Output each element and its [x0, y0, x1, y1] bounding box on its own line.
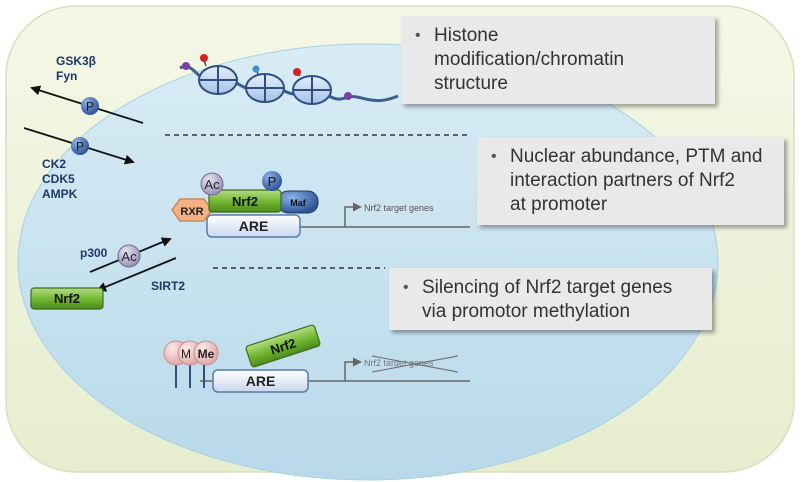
callout-silencing-text: Silencing of Nrf2 target genes via promo… [422, 276, 672, 324]
svg-text:Nrf2: Nrf2 [54, 291, 80, 306]
callout-histone: • Histone modification/chromatin structu… [401, 16, 715, 104]
callout-silencing-line-2: via promotor methylation [422, 301, 631, 322]
callout-histone-line-2: modification/chromatin [434, 49, 625, 70]
histone-mark-red [293, 68, 301, 76]
kinase-label-ampk: AMPK [42, 187, 78, 201]
strike-line-2 [371, 355, 459, 373]
callout-silencing-line-1: Silencing of Nrf2 target genes [422, 277, 673, 298]
histone-mark-red [200, 54, 208, 62]
callout-bullet: • [491, 148, 497, 165]
target-genes-label-silenced: Nrf2 target genes [364, 358, 434, 368]
callout-nuclear: • Nuclear abundance, PTM and interaction… [477, 137, 784, 225]
kinase-label-cdk5: CDK5 [42, 172, 75, 186]
svg-text:P: P [268, 174, 277, 189]
callout-histone-text: Histone modification/chromatin structure [434, 24, 624, 96]
nucleosome-3 [292, 75, 332, 105]
svg-text:ARE: ARE [246, 373, 276, 389]
histone-mark-purple [182, 62, 190, 70]
histone-mark-blue [252, 65, 260, 73]
svg-text:M: M [181, 347, 191, 361]
callout-nuclear-line-1: Nuclear abundance, PTM and [510, 146, 763, 167]
callout-nuclear-text: Nuclear abundance, PTM and interaction p… [510, 145, 762, 217]
callout-nuclear-line-3: at promoter [510, 194, 608, 215]
callout-bullet: • [403, 279, 409, 296]
nrf2-protein-displaced: Nrf2 [245, 324, 321, 368]
kinase-label-ck2: CK2 [42, 157, 66, 171]
target-genes-label-active: Nrf2 target genes [364, 203, 434, 213]
nrf2-protein-free: Nrf2 [30, 287, 104, 310]
callout-histone-line-1: Histone [434, 25, 499, 46]
svg-text:Nrf2: Nrf2 [232, 194, 258, 209]
phospho-ball-1: P [81, 97, 99, 115]
maf-protein: Maf [277, 190, 319, 214]
svg-text:RXR: RXR [180, 206, 203, 218]
are-box-active: ARE [206, 214, 301, 238]
methyl-marks: M Me [163, 340, 219, 388]
deacetylation-arrow-sirt2 [96, 257, 177, 292]
svg-text:Maf: Maf [290, 198, 307, 208]
callout-nuclear-line-2: interaction partners of Nrf2 [510, 170, 735, 191]
svg-text:P: P [76, 140, 84, 154]
kinase-label-gsk3b: GSK3β [56, 54, 96, 68]
rxr-hexagon: RXR [171, 198, 213, 222]
kinase-label-fyn: Fyn [56, 69, 77, 83]
histone-chromatin [179, 54, 399, 105]
svg-text:Me: Me [198, 347, 215, 361]
svg-text:Ac: Ac [204, 177, 220, 192]
acetyl-ball-free: Ac [117, 244, 141, 268]
sirt2-label: SIRT2 [151, 279, 185, 293]
callout-bullet: • [415, 27, 421, 44]
transcription-arrow-active [344, 202, 362, 227]
nucleosome-2 [245, 73, 285, 103]
callout-silencing: • Silencing of Nrf2 target genes via pro… [389, 268, 712, 330]
callout-histone-line-3: structure [434, 73, 508, 94]
nucleosome-1 [198, 65, 238, 95]
are-box-silenced: ARE [212, 369, 309, 393]
transcription-arrow-silenced [344, 357, 362, 381]
histone-mark-purple [344, 92, 352, 100]
phospho-ball-2: P [71, 137, 89, 155]
nrf2-protein-bound: Nrf2 [208, 189, 282, 213]
svg-text:P: P [86, 100, 94, 114]
svg-text:Ac: Ac [121, 249, 137, 264]
svg-text:ARE: ARE [239, 218, 269, 234]
p300-label: p300 [80, 246, 108, 260]
acetyl-ball-bound: Ac [200, 172, 224, 196]
phospho-ball-bound: P [262, 171, 282, 191]
